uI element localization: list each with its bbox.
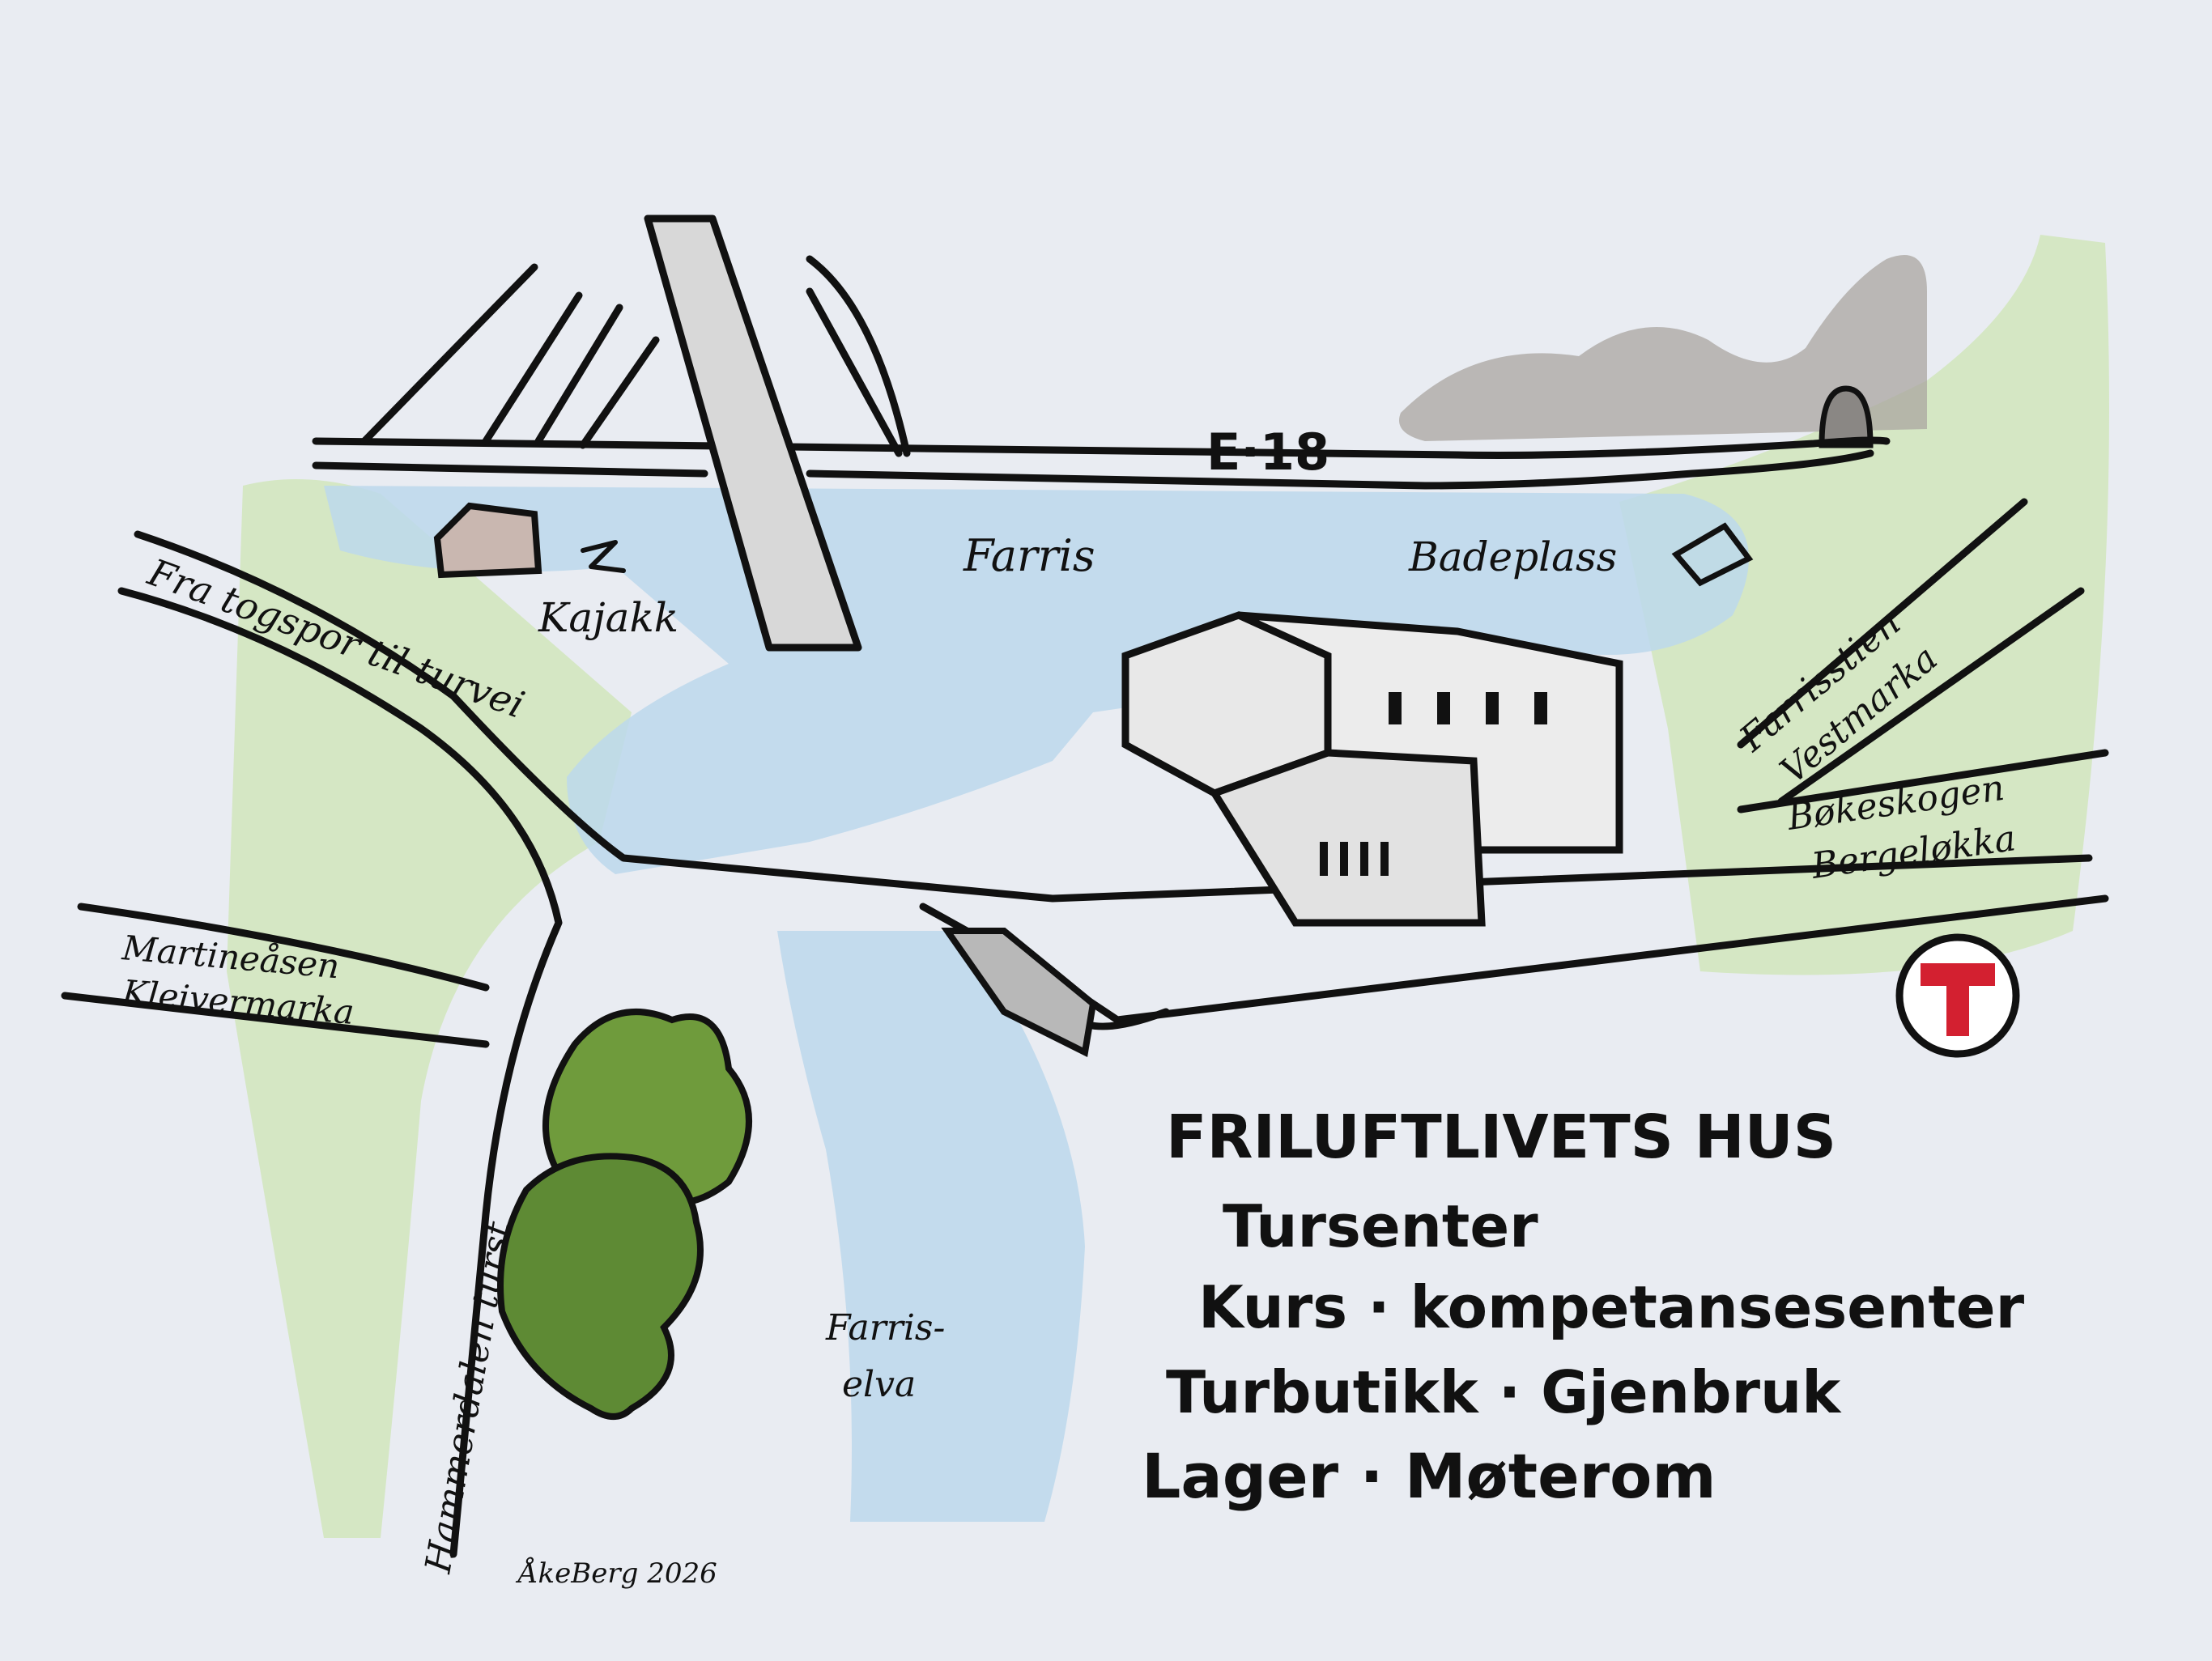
legend-line-1: Tursenter [1223, 1192, 1538, 1260]
beach-label: Badeplass [1408, 533, 1617, 580]
river-label-1: Farris- [825, 1307, 945, 1349]
dam-wall [941, 928, 1097, 1057]
legend-line-2: Kurs · kompetansesenter [1198, 1273, 2025, 1341]
lake-label: Farris [963, 530, 1095, 581]
bridge-pylon [644, 215, 862, 652]
grass-left [227, 479, 632, 1538]
river-farriselva [777, 931, 1085, 1522]
road-e18-label: E·18 [1206, 423, 1329, 482]
trail-south-label: Hammerdalen turst [417, 1218, 520, 1577]
legend-title: FRILUFTLIVETS HUS [1166, 1102, 1836, 1172]
grass-right [1619, 235, 2109, 975]
legend: FRILUFTLIVETS HUS Tursenter Kurs · kompe… [1142, 1102, 2025, 1512]
legend-line-3: Turbutikk · Gjenbruk [1166, 1358, 1842, 1426]
dnt-t-logo-icon [1895, 933, 2020, 1058]
artist-signature: ÅkeBerg 2026 [515, 1557, 717, 1590]
kayak-label: Kajakk [538, 594, 678, 641]
forest-trees [497, 1009, 752, 1420]
rock-hill [1399, 255, 1927, 441]
tunnel [1819, 385, 1874, 448]
kayak-house [433, 502, 626, 579]
lake-farris [324, 486, 1749, 874]
legend-line-4: Lager · Møterom [1142, 1440, 1716, 1512]
bridge-deck [312, 436, 1891, 459]
friluftslivets-hus-building [1121, 611, 1623, 927]
river-label-2: elva [842, 1364, 916, 1405]
jetty [1671, 522, 1754, 587]
